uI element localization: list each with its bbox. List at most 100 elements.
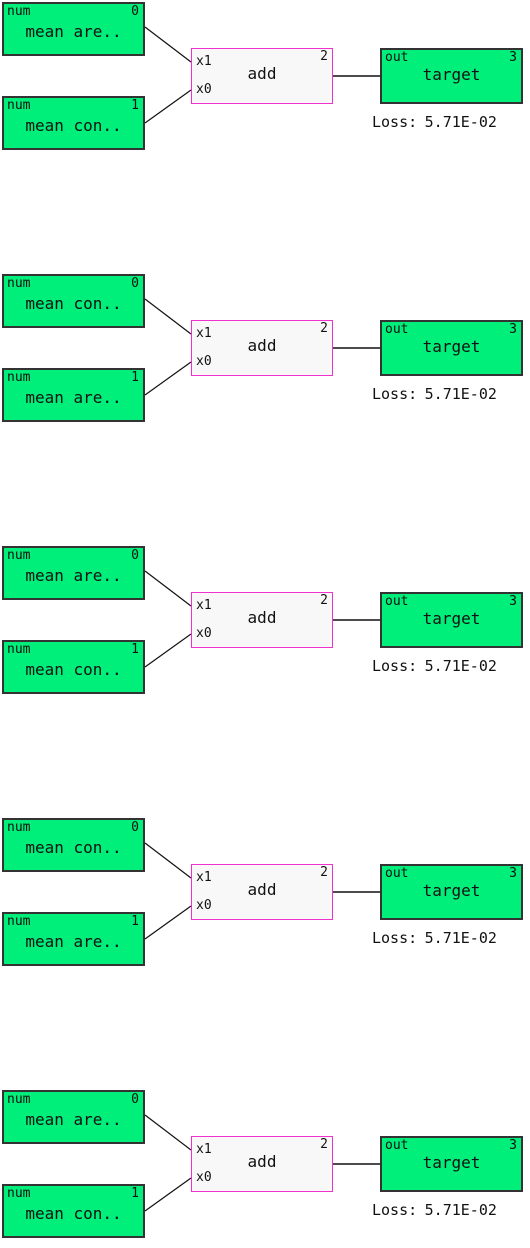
graph-edges bbox=[144, 570, 381, 668]
input-name: mean are.. bbox=[25, 1110, 122, 1129]
target-output-node[interactable]: out 3 target bbox=[380, 864, 523, 920]
input-name: mean con.. bbox=[25, 294, 122, 313]
input-node-top[interactable]: num 0 mean con.. bbox=[2, 818, 145, 872]
loss-readout: Loss: 5.71E-02 bbox=[372, 929, 497, 947]
output-index: 3 bbox=[509, 866, 517, 881]
port-x0-label: x0 bbox=[196, 1170, 212, 1185]
input-tag: num bbox=[7, 1186, 31, 1201]
output-tag: out bbox=[385, 322, 409, 337]
input-tag: num bbox=[7, 98, 31, 113]
port-x1-label: x1 bbox=[196, 870, 212, 885]
input-name: mean con.. bbox=[25, 660, 122, 679]
port-x0-label: x0 bbox=[196, 898, 212, 913]
output-name: target bbox=[422, 337, 481, 356]
edge-input-top-to-add bbox=[144, 842, 192, 879]
target-output-node[interactable]: out 3 target bbox=[380, 592, 523, 648]
op-index: 2 bbox=[320, 593, 328, 608]
add-op-node[interactable]: x1 x0 2 add bbox=[191, 48, 333, 104]
input-name: mean con.. bbox=[25, 838, 122, 857]
port-x1-label: x1 bbox=[196, 1142, 212, 1157]
input-node-bottom[interactable]: num 1 mean are.. bbox=[2, 368, 145, 422]
target-output-node[interactable]: out 3 target bbox=[380, 320, 523, 376]
output-index: 3 bbox=[509, 322, 517, 337]
edge-input-bottom-to-add bbox=[144, 89, 192, 124]
port-x0-label: x0 bbox=[196, 354, 212, 369]
op-name: add bbox=[247, 1152, 277, 1171]
graph-panel-1: num 0 mean are.. num 1 mean con.. x1 x0 … bbox=[0, 0, 530, 160]
port-x1-label: x1 bbox=[196, 54, 212, 69]
input-node-top[interactable]: num 0 mean are.. bbox=[2, 2, 145, 56]
target-output-node[interactable]: out 3 target bbox=[380, 1136, 523, 1192]
loss-value: 5.71E-02 bbox=[424, 385, 497, 403]
edge-input-bottom-to-add bbox=[144, 1177, 192, 1212]
loss-label: Loss: bbox=[372, 657, 418, 675]
edge-input-top-to-add bbox=[144, 570, 192, 607]
input-name: mean are.. bbox=[25, 22, 122, 41]
loss-label: Loss: bbox=[372, 113, 418, 131]
output-name: target bbox=[422, 881, 481, 900]
output-index: 3 bbox=[509, 1138, 517, 1153]
output-tag: out bbox=[385, 594, 409, 609]
op-index: 2 bbox=[320, 49, 328, 64]
input-index: 1 bbox=[131, 370, 139, 385]
input-tag: num bbox=[7, 370, 31, 385]
input-tag: num bbox=[7, 914, 31, 929]
add-op-node[interactable]: x1 x0 2 add bbox=[191, 592, 333, 648]
op-index: 2 bbox=[320, 1137, 328, 1152]
input-node-bottom[interactable]: num 1 mean con.. bbox=[2, 1184, 145, 1238]
add-op-node[interactable]: x1 x0 2 add bbox=[191, 864, 333, 920]
input-index: 1 bbox=[131, 914, 139, 929]
input-node-bottom[interactable]: num 1 mean con.. bbox=[2, 96, 145, 150]
input-name: mean are.. bbox=[25, 566, 122, 585]
output-name: target bbox=[422, 65, 481, 84]
output-tag: out bbox=[385, 50, 409, 65]
loss-readout: Loss: 5.71E-02 bbox=[372, 385, 497, 403]
output-tag: out bbox=[385, 1138, 409, 1153]
add-op-node[interactable]: x1 x0 2 add bbox=[191, 1136, 333, 1192]
loss-label: Loss: bbox=[372, 1201, 418, 1219]
input-index: 0 bbox=[131, 820, 139, 835]
loss-value: 5.71E-02 bbox=[424, 929, 497, 947]
input-node-top[interactable]: num 0 mean are.. bbox=[2, 1090, 145, 1144]
input-node-top[interactable]: num 0 mean are.. bbox=[2, 546, 145, 600]
edge-input-bottom-to-add bbox=[144, 361, 192, 396]
input-index: 1 bbox=[131, 98, 139, 113]
add-op-node[interactable]: x1 x0 2 add bbox=[191, 320, 333, 376]
edge-input-top-to-add bbox=[144, 298, 192, 335]
edge-input-bottom-to-add bbox=[144, 633, 192, 668]
input-name: mean are.. bbox=[25, 932, 122, 951]
graph-panel-4: num 0 mean con.. num 1 mean are.. x1 x0 … bbox=[0, 816, 530, 976]
output-tag: out bbox=[385, 866, 409, 881]
input-index: 0 bbox=[131, 276, 139, 291]
graph-panel-2: num 0 mean con.. num 1 mean are.. x1 x0 … bbox=[0, 272, 530, 432]
loss-readout: Loss: 5.71E-02 bbox=[372, 113, 497, 131]
graph-panel-5: num 0 mean are.. num 1 mean con.. x1 x0 … bbox=[0, 1088, 530, 1248]
input-tag: num bbox=[7, 548, 31, 563]
op-name: add bbox=[247, 608, 277, 627]
input-node-bottom[interactable]: num 1 mean are.. bbox=[2, 912, 145, 966]
loss-value: 5.71E-02 bbox=[424, 113, 497, 131]
graph-edges bbox=[144, 298, 381, 396]
loss-readout: Loss: 5.71E-02 bbox=[372, 657, 497, 675]
graph-edges bbox=[144, 26, 381, 124]
op-name: add bbox=[247, 880, 277, 899]
output-name: target bbox=[422, 1153, 481, 1172]
input-index: 0 bbox=[131, 548, 139, 563]
input-index: 0 bbox=[131, 4, 139, 19]
target-output-node[interactable]: out 3 target bbox=[380, 48, 523, 104]
port-x0-label: x0 bbox=[196, 626, 212, 641]
input-tag: num bbox=[7, 4, 31, 19]
port-x0-label: x0 bbox=[196, 82, 212, 97]
input-name: mean are.. bbox=[25, 388, 122, 407]
edge-input-top-to-add bbox=[144, 26, 192, 63]
loss-label: Loss: bbox=[372, 385, 418, 403]
loss-label: Loss: bbox=[372, 929, 418, 947]
op-index: 2 bbox=[320, 321, 328, 336]
output-name: target bbox=[422, 609, 481, 628]
input-node-top[interactable]: num 0 mean con.. bbox=[2, 274, 145, 328]
loss-value: 5.71E-02 bbox=[424, 657, 497, 675]
graph-panel-3: num 0 mean are.. num 1 mean con.. x1 x0 … bbox=[0, 544, 530, 704]
graph-edges bbox=[144, 1114, 381, 1212]
input-node-bottom[interactable]: num 1 mean con.. bbox=[2, 640, 145, 694]
